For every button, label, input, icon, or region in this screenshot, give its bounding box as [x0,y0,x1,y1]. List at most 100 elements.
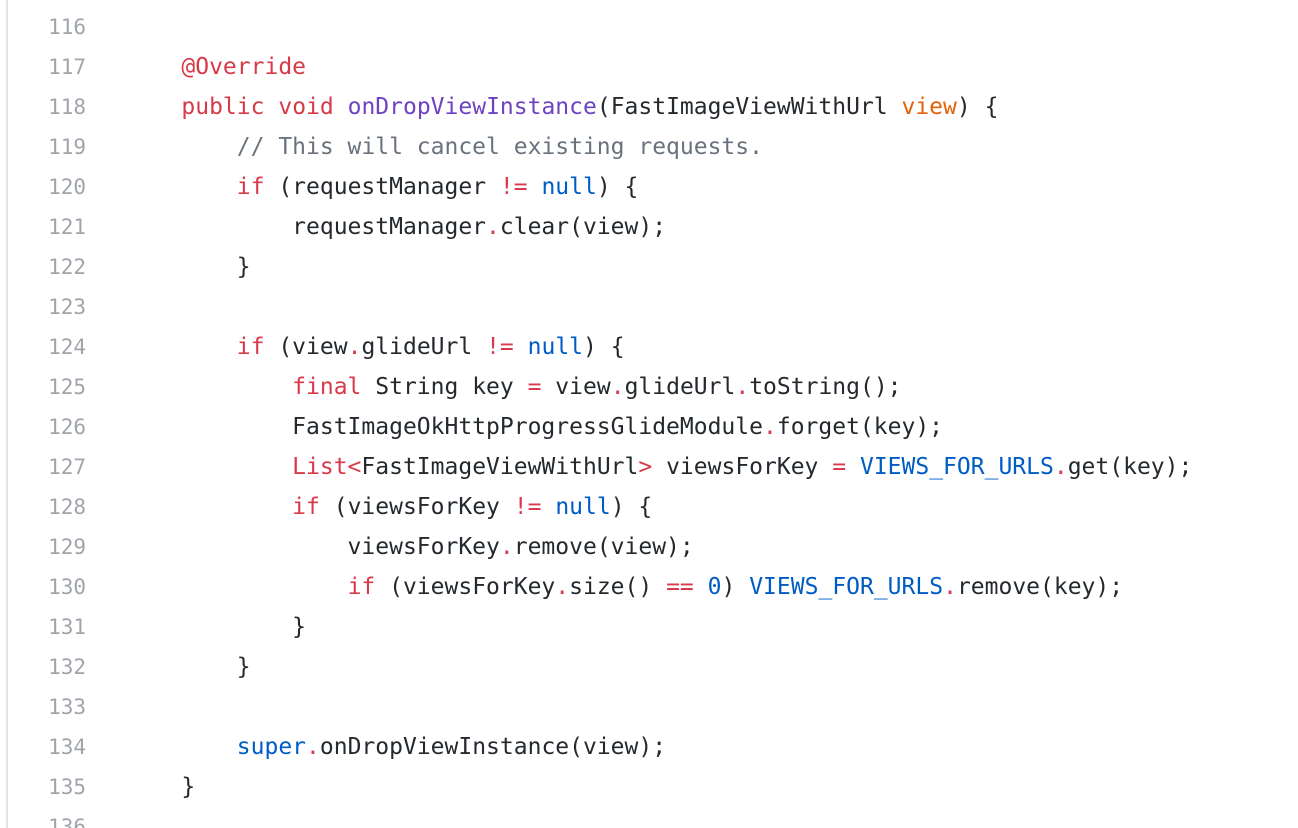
line-number[interactable]: 123 [48,295,86,319]
line-number[interactable]: 133 [48,695,86,719]
line-code: } [126,767,195,807]
code-token [541,494,555,520]
code-token: void [278,94,334,120]
code-line: 133 [8,687,1298,727]
line-number[interactable]: 125 [48,375,86,399]
code-token: (view [264,334,348,360]
code-token: remove(view); [513,534,694,560]
code-token: String key [361,374,528,400]
code-token: = [527,374,542,400]
code-token: @Override [181,54,307,80]
code-token: VIEWS_FOR_URLS [859,454,1054,480]
line-number[interactable]: 124 [48,335,86,359]
code-token: . [347,334,362,360]
code-token [528,174,542,200]
code-token: viewsForKey [126,534,500,560]
code-token [264,94,278,120]
code-token [334,94,348,120]
code-token: view [901,94,957,120]
code-token: requestManager [126,214,487,240]
code-token: . [555,574,570,600]
line-number[interactable]: 129 [48,535,86,559]
code-token: final [292,374,362,400]
line-number[interactable]: 121 [48,215,86,239]
line-number[interactable]: 136 [48,815,86,828]
code-token [126,134,237,160]
line-code: if (viewsForKey.size() == 0) VIEWS_FOR_U… [126,567,1124,607]
code-token: if [292,494,320,520]
code-token: glideUrl [361,334,487,360]
code-token: . [610,374,625,400]
code-token: (requestManager [264,174,500,200]
line-number[interactable]: 135 [48,775,86,799]
code-line: 132 } [8,647,1298,687]
code-token: 0 [707,574,722,600]
code-token: ) { [610,494,653,520]
code-token: . [943,574,957,600]
line-code: List<FastImageViewWithUrl> viewsForKey =… [126,447,1192,487]
code-token: onDropViewInstance [347,94,597,120]
code-token: ) { [596,174,639,200]
line-code: // This will cancel existing requests. [126,127,763,167]
line-number[interactable]: 128 [48,495,86,519]
code-line: 135 } [8,767,1298,807]
line-number[interactable]: 116 [48,15,86,39]
line-number[interactable]: 120 [48,175,86,199]
code-token [126,454,292,480]
code-token: public [181,94,265,120]
code-line: 121 requestManager.clear(view); [8,207,1298,247]
code-token: toString(); [749,374,902,400]
code-line: 125 final String key = view.glideUrl.toS… [8,367,1298,407]
code-line: 124 if (view.glideUrl != null) { [8,327,1298,367]
line-number[interactable]: 117 [48,55,86,79]
line-code: if (requestManager != null) { [126,167,639,207]
line-number[interactable]: 132 [48,655,86,679]
code-token: glideUrl [624,374,736,400]
line-number[interactable]: 131 [48,615,86,639]
code-line: 129 viewsForKey.remove(view); [8,527,1298,567]
code-token: List< [292,454,362,480]
code-token: . [499,534,514,560]
code-token: viewsForKey [652,454,833,480]
line-number[interactable]: 130 [48,575,86,599]
code-line: 119 // This will cancel existing request… [8,127,1298,167]
code-token: = [832,454,847,480]
code-token: null [527,334,584,360]
code-line: 123 [8,287,1298,327]
code-line: 136 [8,807,1298,828]
code-token: == [666,574,694,600]
code-token [126,94,181,120]
code-token: remove(key); [956,574,1124,600]
line-code: } [126,607,306,647]
code-line: 130 if (viewsForKey.size() == 0) VIEWS_F… [8,567,1298,607]
code-token [126,494,292,520]
code-token [126,54,181,80]
code-token: (FastImageViewWithUrl [596,94,902,120]
code-token: null [541,174,597,200]
line-number[interactable]: 118 [48,95,86,119]
line-number[interactable]: 119 [48,135,86,159]
line-number[interactable]: 127 [48,455,86,479]
line-code: public void onDropViewInstance(FastImage… [126,87,998,127]
code-line: 117 @Override [8,47,1298,87]
code-token: } [126,614,307,640]
code-line: 116 [8,7,1298,47]
code-line: 118 public void onDropViewInstance(FastI… [8,87,1298,127]
code-token: ) [721,574,750,600]
line-number[interactable]: 122 [48,255,86,279]
code-line: 126 FastImageOkHttpProgressGlideModule.f… [8,407,1298,447]
code-token [846,454,860,480]
line-number[interactable]: 126 [48,415,86,439]
code-token: view [541,374,611,400]
code-token [126,374,292,400]
code-token [514,334,528,360]
code-token: onDropViewInstance(view); [319,734,667,760]
line-code: } [126,647,251,687]
line-code: viewsForKey.remove(view); [126,527,694,567]
code-token: FastImageOkHttpProgressGlideModule [126,414,763,440]
code-token: != [499,174,528,200]
line-number[interactable]: 134 [48,735,86,759]
line-code: @Override [126,47,306,87]
